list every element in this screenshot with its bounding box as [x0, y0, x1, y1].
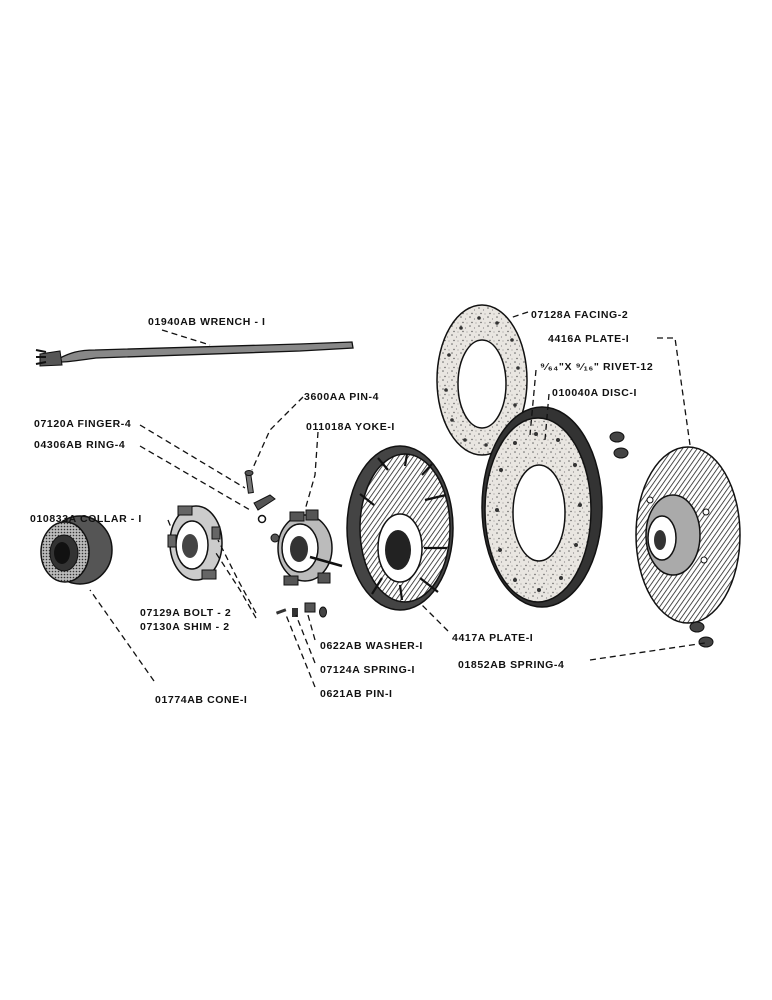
label-collar: 010833A COLLAR - I [30, 513, 142, 525]
part-labels: 01940AB WRENCH - I 3600AA PIN-4 011018A … [30, 309, 653, 706]
spoked-plate-part [346, 445, 454, 611]
label-rivet: ⁹⁄₆₄"X ⁹⁄₁₆" RIVET-12 [540, 361, 653, 373]
collar-part [167, 505, 223, 581]
hub-plate-part [635, 446, 741, 624]
label-bolt: 07129A BOLT - 2 [140, 607, 231, 619]
wrench-part [35, 341, 354, 367]
label-spring-1: 07124A SPRING-I [320, 664, 415, 676]
label-facing: 07128A FACING-2 [531, 309, 628, 321]
label-shim: 07130A SHIM - 2 [140, 621, 230, 633]
label-wrench: 01940AB WRENCH - I [148, 316, 266, 328]
spring-pin-washer-parts [275, 602, 327, 618]
label-plate-4417: 4417A PLATE-I [452, 632, 533, 644]
facing-part [436, 304, 528, 456]
label-finger: 07120A FINGER-4 [34, 418, 131, 430]
label-pin-4: 3600AA PIN-4 [304, 391, 379, 403]
label-yoke: 011018A YOKE-I [306, 421, 395, 433]
finger-pin-ring-parts [244, 470, 276, 524]
label-washer: 0622AB WASHER-I [320, 640, 423, 652]
label-pin-1: 0621AB PIN-I [320, 688, 393, 700]
leader-lines [89, 311, 706, 688]
label-spring-4: 01852AB SPRING-4 [458, 659, 564, 671]
springs-part [609, 431, 714, 648]
cone-part [40, 515, 113, 585]
disc-part [481, 406, 603, 608]
label-cone: 01774AB CONE-I [155, 694, 247, 706]
label-disc: 010040A DISC-I [552, 387, 637, 399]
label-plate-4416: 4416A PLATE-I [548, 333, 629, 345]
label-ring: 04306AB RING-4 [34, 439, 125, 451]
yoke-part [270, 509, 343, 586]
